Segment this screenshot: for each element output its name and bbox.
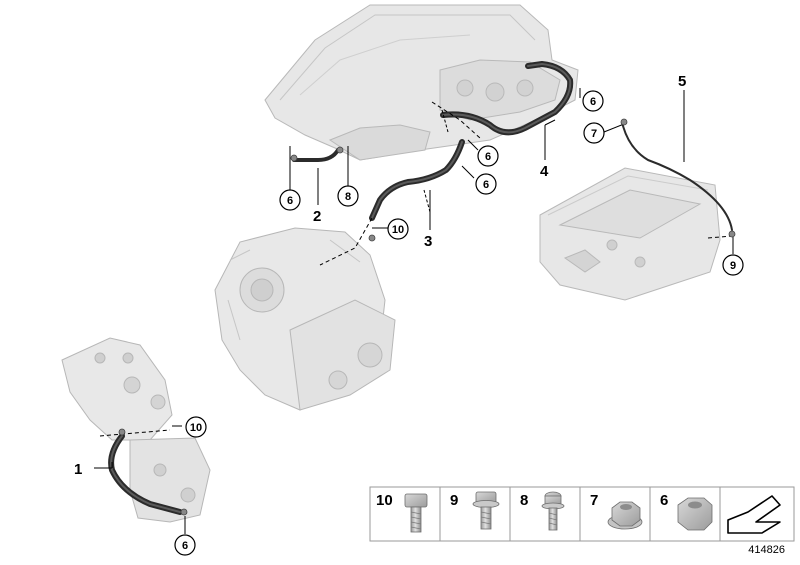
svg-text:9: 9: [450, 492, 458, 509]
legend-item-10: 10: [376, 492, 428, 533]
svg-text:6: 6: [483, 179, 489, 191]
callout-10-transfer-case: 10: [387, 218, 409, 240]
legend-item-6: 6: [660, 492, 713, 531]
hoses: [108, 61, 733, 515]
callout-6-hose-upper: 6: [477, 145, 499, 167]
svg-text:9: 9: [730, 260, 736, 272]
svg-text:10: 10: [376, 492, 393, 509]
part-numbers: 1 2 3 4 5: [74, 73, 686, 478]
fastener-marks: [118, 118, 736, 516]
legend-item-8: 8: [520, 491, 565, 531]
callout-6-housing-top: 6: [582, 90, 604, 112]
power-electronics-housing: [264, 4, 579, 161]
svg-text:6: 6: [660, 492, 668, 509]
charger-unit: [539, 167, 721, 301]
legend-item-7: 7: [590, 492, 643, 530]
legend-strip: 10 9 8: [369, 486, 795, 542]
hex-bolt-short-icon: [472, 491, 500, 530]
legend-item-9: 9: [450, 491, 500, 530]
part-number-1: 1: [74, 461, 82, 478]
callout-6-bracket-left: 6: [279, 189, 301, 211]
part-number-4: 4: [540, 163, 549, 180]
legend-item-arrow: [727, 495, 781, 534]
svg-text:7: 7: [590, 492, 598, 509]
line-2: [292, 148, 340, 162]
svg-text:6: 6: [287, 195, 293, 207]
svg-text:6: 6: [590, 96, 596, 108]
flange-nut-icon: [607, 501, 643, 530]
callout-9-charger-bolt: 9: [722, 254, 744, 276]
cable-5: [621, 121, 733, 231]
callout-7-cable-nut: 7: [583, 122, 605, 144]
svg-text:8: 8: [520, 492, 528, 509]
svg-text:6: 6: [485, 151, 491, 163]
callout-6-hose-lower: 6: [475, 173, 497, 195]
diagram-id: 414826: [748, 544, 785, 556]
engine-mount: [61, 337, 211, 523]
part-number-5: 5: [678, 73, 686, 90]
svg-text:8: 8: [345, 191, 351, 203]
callout-10-engine-mount: 10: [185, 416, 207, 438]
part-number-3: 3: [424, 233, 432, 250]
arrow-pointer-icon: [727, 495, 781, 534]
leader-lines: [94, 88, 734, 534]
part-number-2: 2: [313, 208, 321, 225]
torx-bolt-icon: [541, 491, 565, 531]
svg-text:10: 10: [190, 422, 202, 434]
callout-8-bracket-right: 8: [337, 185, 359, 207]
circled-callouts: 6 8 6 6 6 7 9 10: [174, 90, 744, 556]
hex-bolt-long-icon: [404, 493, 428, 533]
hex-nut-icon: [677, 497, 713, 531]
svg-text:7: 7: [591, 128, 597, 140]
svg-text:10: 10: [392, 224, 404, 236]
transfer-case: [214, 227, 396, 411]
callout-6-engine-mount: 6: [174, 534, 196, 556]
svg-text:6: 6: [182, 540, 188, 552]
